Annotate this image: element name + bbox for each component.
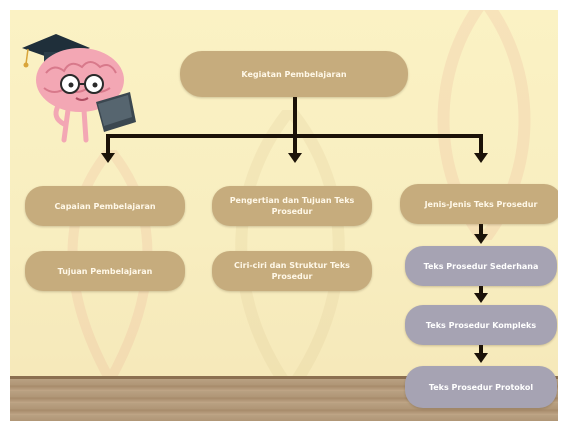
arrow-to-teks-prosedur-sederhana [474,234,488,244]
node-teks-prosedur-sederhana: Teks Prosedur Sederhana [405,246,557,286]
node-label: Teks Prosedur Protokol [428,382,534,392]
node-label: Tujuan Pembelajaran [57,266,153,276]
connector-root-stem [293,97,297,136]
arrow-to-left-column [101,153,115,163]
connector-left-drop [106,136,110,154]
connector-right-drop [479,136,483,154]
node-label: Teks Prosedur Kompleks [425,320,537,330]
node-label: Capaian Pembelajaran [54,201,156,211]
arrow-to-right-column [474,153,488,163]
connector-middle-drop [293,136,297,154]
node-label: Teks Prosedur Sederhana [423,261,539,271]
arrow-to-teks-prosedur-kompleks [474,293,488,303]
connector-right-1-2 [479,223,483,235]
arrow-to-middle-column [288,153,302,163]
node-label: Pengertian dan Tujuan Teks Prosedur [229,196,355,216]
root-node-label: Kegiatan Pembelajaran [241,69,347,79]
background-ornament-center [235,110,345,390]
node-capaian-pembelajaran: Capaian Pembelajaran [25,186,185,226]
node-ciri-ciri-dan-struktur: Ciri-ciri dan Struktur Teks Prosedur [212,251,372,291]
node-jenis-jenis-teks-prosedur: Jenis-Jenis Teks Prosedur [400,184,562,224]
node-label: Ciri-ciri dan Struktur Teks Prosedur [234,261,350,281]
frame-border-right [558,0,568,421]
arrow-to-teks-prosedur-protokol [474,353,488,363]
node-tujuan-pembelajaran: Tujuan Pembelajaran [25,251,185,291]
frame-border-top [0,0,568,10]
node-pengertian-dan-tujuan: Pengertian dan Tujuan Teks Prosedur [212,186,372,226]
node-label: Jenis-Jenis Teks Prosedur [424,199,538,209]
node-teks-prosedur-protokol: Teks Prosedur Protokol [405,366,557,408]
brain-mascot-illustration [22,34,136,143]
connector-right-3-4 [479,343,483,354]
root-node: Kegiatan Pembelajaran [180,51,408,97]
connector-right-2-3 [479,285,483,294]
frame-border-left [0,0,10,421]
node-teks-prosedur-kompleks: Teks Prosedur Kompleks [405,305,557,345]
